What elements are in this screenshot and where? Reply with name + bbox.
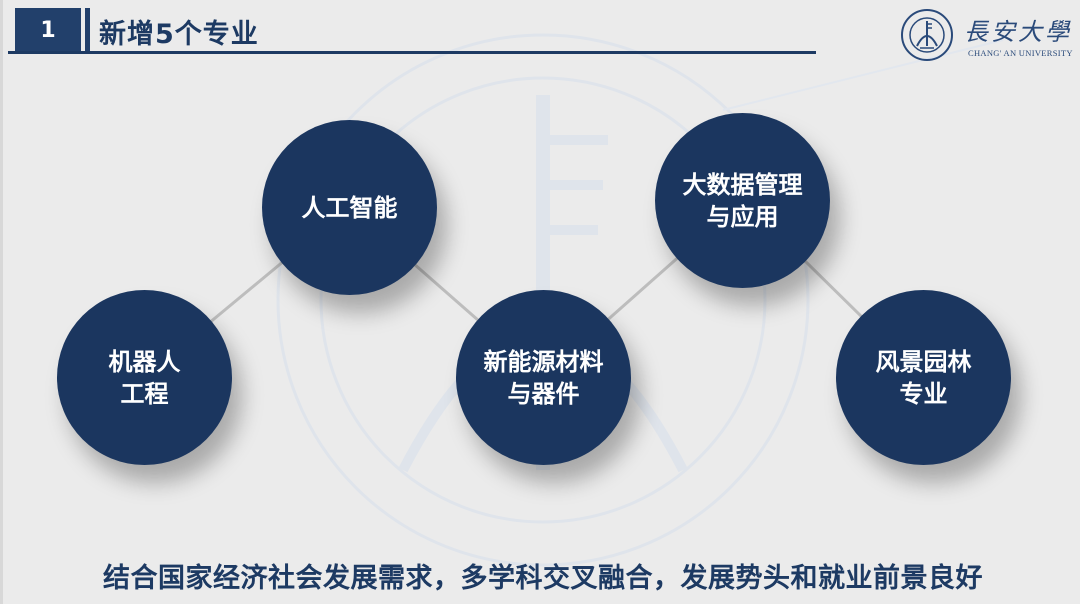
- summary-text: 结合国家经济社会发展需求，多学科交叉融合，发展势头和就业前景良好: [103, 563, 983, 594]
- section-number-badge: 1: [15, 8, 81, 52]
- node-landscape-architecture: 风景园林 专业: [836, 290, 1011, 465]
- university-name-en: CHANG' AN UNIVERSITY: [968, 48, 1073, 58]
- node-label-line: 人工智能: [301, 193, 398, 222]
- node-label-line: 与应用: [706, 202, 779, 231]
- node-artificial-intelligence: 人工智能: [262, 120, 437, 295]
- node-label-line: 大数据管理: [682, 170, 803, 199]
- node-label-line: 新能源材料: [483, 347, 604, 376]
- node-label-line: 工程: [120, 379, 169, 408]
- header-separator: [85, 8, 90, 53]
- page-title: 新增5个专业: [99, 19, 259, 50]
- node-label-line: 与器件: [507, 379, 580, 408]
- node-big-data-management: 大数据管理 与应用: [655, 113, 830, 288]
- university-name-cn: 長安大學: [964, 18, 1072, 46]
- node-new-energy-materials: 新能源材料 与器件: [456, 290, 631, 465]
- header-underline: [8, 51, 816, 54]
- node-label-line: 机器人: [108, 347, 181, 376]
- node-label-line: 风景园林: [875, 347, 972, 376]
- node-robotics-engineering: 机器人 工程: [57, 290, 232, 465]
- node-label-line: 专业: [899, 379, 948, 408]
- university-seal-icon: [901, 9, 953, 61]
- university-logo: 長安大學 CHANG' AN UNIVERSITY: [900, 8, 1080, 61]
